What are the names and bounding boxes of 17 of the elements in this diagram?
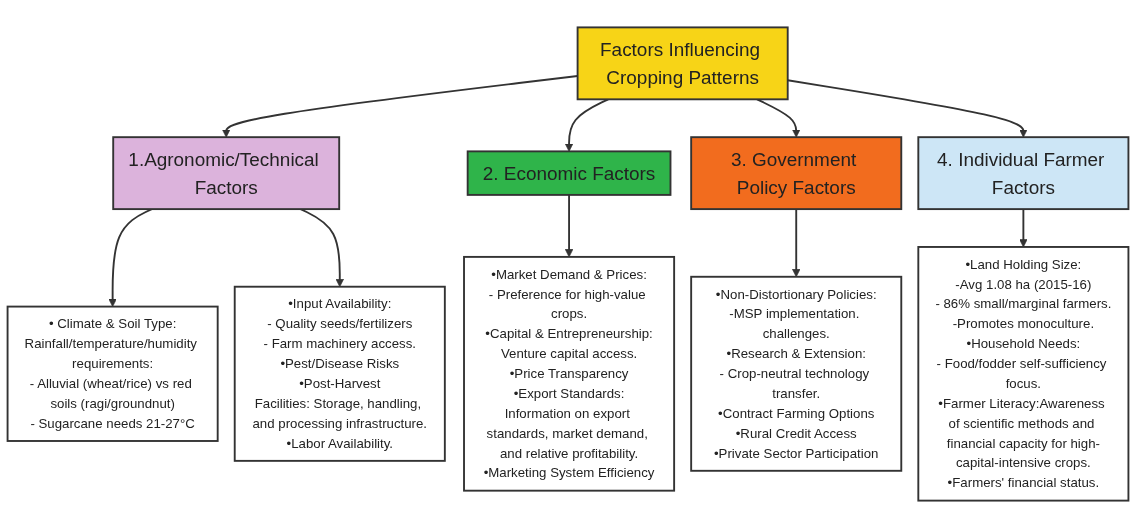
arrow <box>792 208 801 278</box>
node-box: Factors Influencing Cropping Patterns <box>576 26 789 101</box>
node-box: 2. Economic Factors <box>466 150 672 196</box>
node-box: 4. Individual Farmer Factors <box>917 136 1130 211</box>
arrow <box>564 193 574 258</box>
node-box: •Non-Distortionary Policies: -MSP implementation. challenges. •Research & Extension: - Crop-neutral technology transfer. •Contract Farming Options •Rural Credit Access •Private Sector Participation <box>690 275 903 472</box>
arrow <box>564 98 610 152</box>
node-box: •Land Holding Size: -Avg 1.08 ha (2015-16) - 86% small/marginal farmers. -Promotes monoculture. •Household Needs: - Food/fodder self-sufficiency focus. •Farmer Literacy:Awareness of scientific methods and financial capacity for high-capital-intensive crops. •Farmers' financial status. <box>917 246 1130 502</box>
arrow <box>299 208 344 288</box>
arrow <box>1019 208 1028 248</box>
node-box: •Market Demand & Prices: - Preference for high-value crops. •Capital & Entrepreneurship: Venture capital access. •Price Transparency •Export Standards: Information on export standards, market demand, and relative profitability. •Marketing System Efficiency <box>463 255 676 492</box>
node-box: • Climate & Soil Type: Rainfall/temperature/humidity requirements: - Alluvial (wheat/rice) vs red soils (ragi/groundnut) - Sugarcane needs 21-27°C <box>6 305 219 442</box>
node-box: 3. Government Policy Factors <box>690 136 903 211</box>
node-box: 1.Agronomic/Technical Factors <box>112 136 341 211</box>
arrow <box>108 208 153 307</box>
arrow <box>756 98 801 138</box>
node-box: •Input Availability: - Quality seeds/fertilizers - Farm machinery access. •Pest/Disease Risks •Post-Harvest Facilities: Storage, handling, and processing infrastructure. •Labor Availability. <box>233 285 446 462</box>
